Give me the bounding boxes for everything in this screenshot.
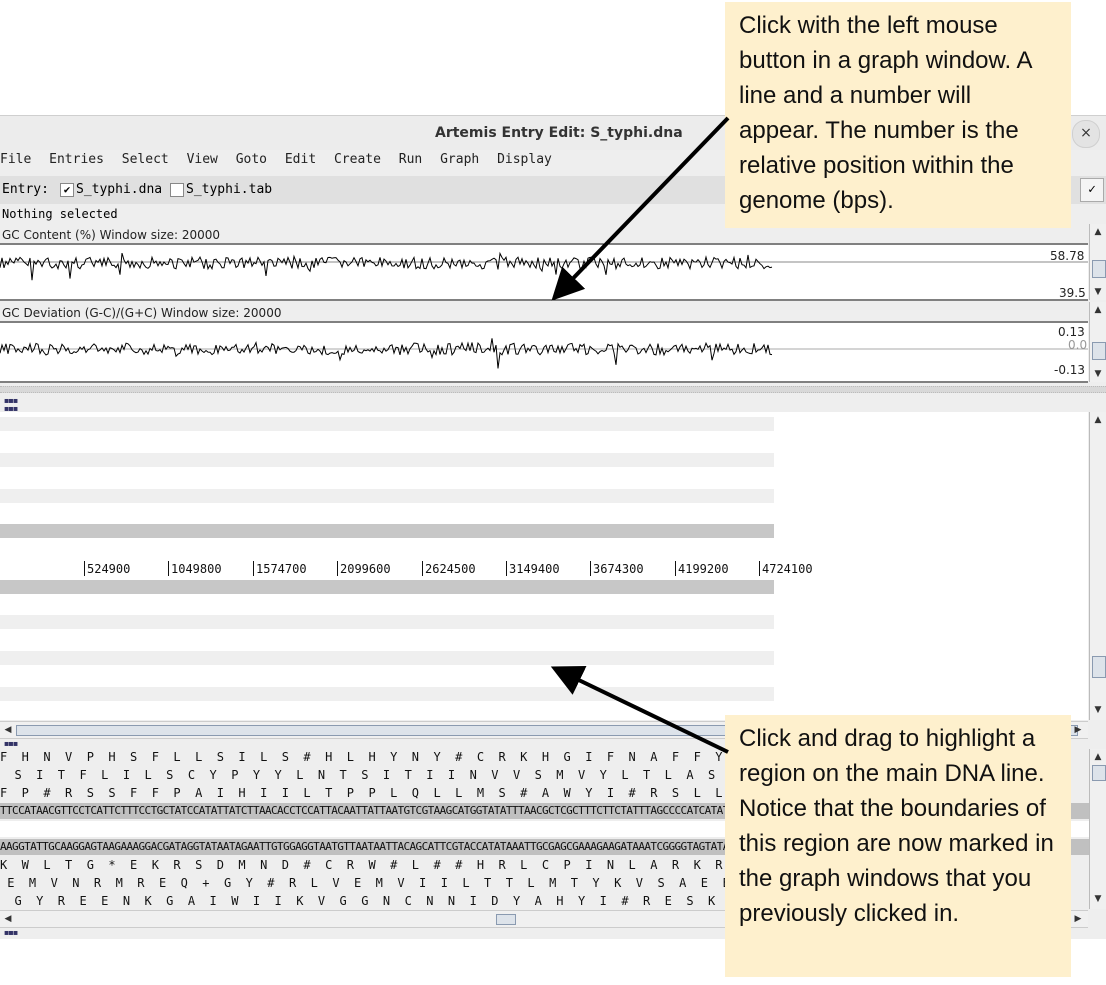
gc-content-plot[interactable]: [0, 243, 1088, 301]
forward-strand-line: [0, 524, 774, 538]
frame-line: [0, 417, 774, 431]
scroll-down-icon[interactable]: ▼: [1094, 369, 1102, 379]
gc-deviation-zero-label: 0.0: [1068, 338, 1088, 352]
gc-content-line: [0, 251, 773, 281]
overview-scrollbar[interactable]: ▲ ▼: [1089, 412, 1106, 720]
frame-line: [0, 615, 774, 629]
menu-graph[interactable]: Graph: [440, 152, 480, 167]
gc-deviation-graph[interactable]: 0.13 0.0 -0.13: [0, 321, 1088, 383]
gc-content-graph[interactable]: 58.78 39.5: [0, 243, 1088, 301]
artemis-window: Artemis Entry Edit: S_typhi.dna × File E…: [0, 115, 1106, 939]
ruler-tick: 2624500: [422, 561, 476, 576]
frame-line: [0, 489, 774, 503]
bottom-arrow-icon: [550, 666, 729, 754]
ruler-tick: 3674300: [590, 561, 644, 576]
ruler-tick: 4199200: [675, 561, 729, 576]
menu-entries[interactable]: Entries: [49, 152, 104, 167]
scroll-up-icon[interactable]: ▲: [1094, 752, 1102, 762]
collapse-handle-icon[interactable]: ▪▪▪: [4, 739, 18, 748]
gc-deviation-line: [0, 338, 773, 369]
window-title: Artemis Entry Edit: S_typhi.dna: [435, 125, 683, 141]
ruler-tick: 1049800: [168, 561, 222, 576]
status-text: Nothing selected: [2, 207, 118, 221]
top-arrow-icon: [551, 116, 730, 301]
gc-deviation-min-label: -0.13: [1054, 363, 1086, 377]
frame-line: [0, 651, 774, 665]
menu-goto[interactable]: Goto: [235, 152, 268, 167]
gc-content-scrollbar[interactable]: ▲ ▼: [1089, 224, 1106, 300]
menu-file[interactable]: File: [0, 152, 32, 167]
gc-content-graph-title: GC Content (%) Window size: 20000: [2, 228, 221, 242]
scroll-down-icon[interactable]: ▼: [1094, 894, 1102, 904]
menu-bar: File Entries Select View Goto Edit Creat…: [0, 152, 562, 174]
menu-run[interactable]: Run: [398, 152, 423, 167]
close-button[interactable]: ×: [1072, 120, 1100, 148]
gc-deviation-plot[interactable]: [0, 321, 1088, 383]
menu-select[interactable]: Select: [121, 152, 169, 167]
sequence-scrollbar[interactable]: ▲ ▼: [1089, 749, 1106, 909]
entry-name-s-typhi-tab[interactable]: S_typhi.tab: [186, 182, 273, 197]
gc-deviation-graph-title: GC Deviation (G-C)/(G+C) Window size: 20…: [2, 306, 282, 320]
entry-checkbox-s-typhi-tab[interactable]: [170, 183, 184, 197]
scroll-left-icon[interactable]: ◀: [4, 914, 12, 924]
entry-name-s-typhi-dna[interactable]: S_typhi.dna: [76, 182, 163, 197]
reverse-strand-line: [0, 580, 774, 594]
scroll-up-icon[interactable]: ▲: [1094, 415, 1102, 425]
collapse-handle-icon[interactable]: ▪▪▪: [4, 928, 18, 937]
ruler-tick: 524900: [84, 561, 130, 576]
split-pane-divider[interactable]: [0, 386, 1106, 393]
gc-deviation-max-label: 0.13: [1058, 325, 1085, 339]
scroll-down-icon[interactable]: ▼: [1094, 287, 1102, 297]
scroll-thumb[interactable]: [496, 914, 516, 925]
gc-deviation-scrollbar[interactable]: ▲ ▼: [1089, 302, 1106, 382]
menu-display[interactable]: Display: [497, 152, 552, 167]
menu-create[interactable]: Create: [333, 152, 381, 167]
menu-edit[interactable]: Edit: [284, 152, 317, 167]
gc-content-max-label: 58.78: [1050, 249, 1085, 263]
gc-content-min-label: 39.5: [1059, 286, 1086, 300]
bottom-annotation-note: Click and drag to highlight a region on …: [725, 715, 1071, 977]
menu-view[interactable]: View: [186, 152, 218, 167]
frame-line: [0, 453, 774, 467]
scroll-down-icon[interactable]: ▼: [1094, 705, 1102, 715]
ruler-tick: 3149400: [506, 561, 560, 576]
scroll-up-icon[interactable]: ▲: [1094, 227, 1102, 237]
check-icon[interactable]: ✓: [1080, 178, 1104, 202]
scroll-right-icon[interactable]: ▶: [1074, 725, 1082, 735]
scroll-right-icon[interactable]: ▶: [1074, 914, 1082, 924]
scroll-thumb[interactable]: [16, 725, 1078, 736]
entry-checkbox-s-typhi-dna[interactable]: ✔: [60, 183, 74, 197]
entry-label: Entry:: [2, 182, 49, 197]
top-annotation-note: Click with the left mouse button in a gr…: [725, 2, 1071, 228]
collapse-handle-icon[interactable]: ▪▪▪: [4, 404, 18, 413]
ruler-tick: 1574700: [253, 561, 307, 576]
collapse-handle-icon[interactable]: ▪▪▪: [4, 396, 18, 405]
ruler-tick: 2099600: [337, 561, 391, 576]
scroll-left-icon[interactable]: ◀: [4, 725, 12, 735]
scroll-up-icon[interactable]: ▲: [1094, 305, 1102, 315]
feature-overview[interactable]: 524900 1049800 1574700 2099600 2624500 3…: [0, 412, 1088, 720]
ruler-tick: 4724100: [759, 561, 813, 576]
